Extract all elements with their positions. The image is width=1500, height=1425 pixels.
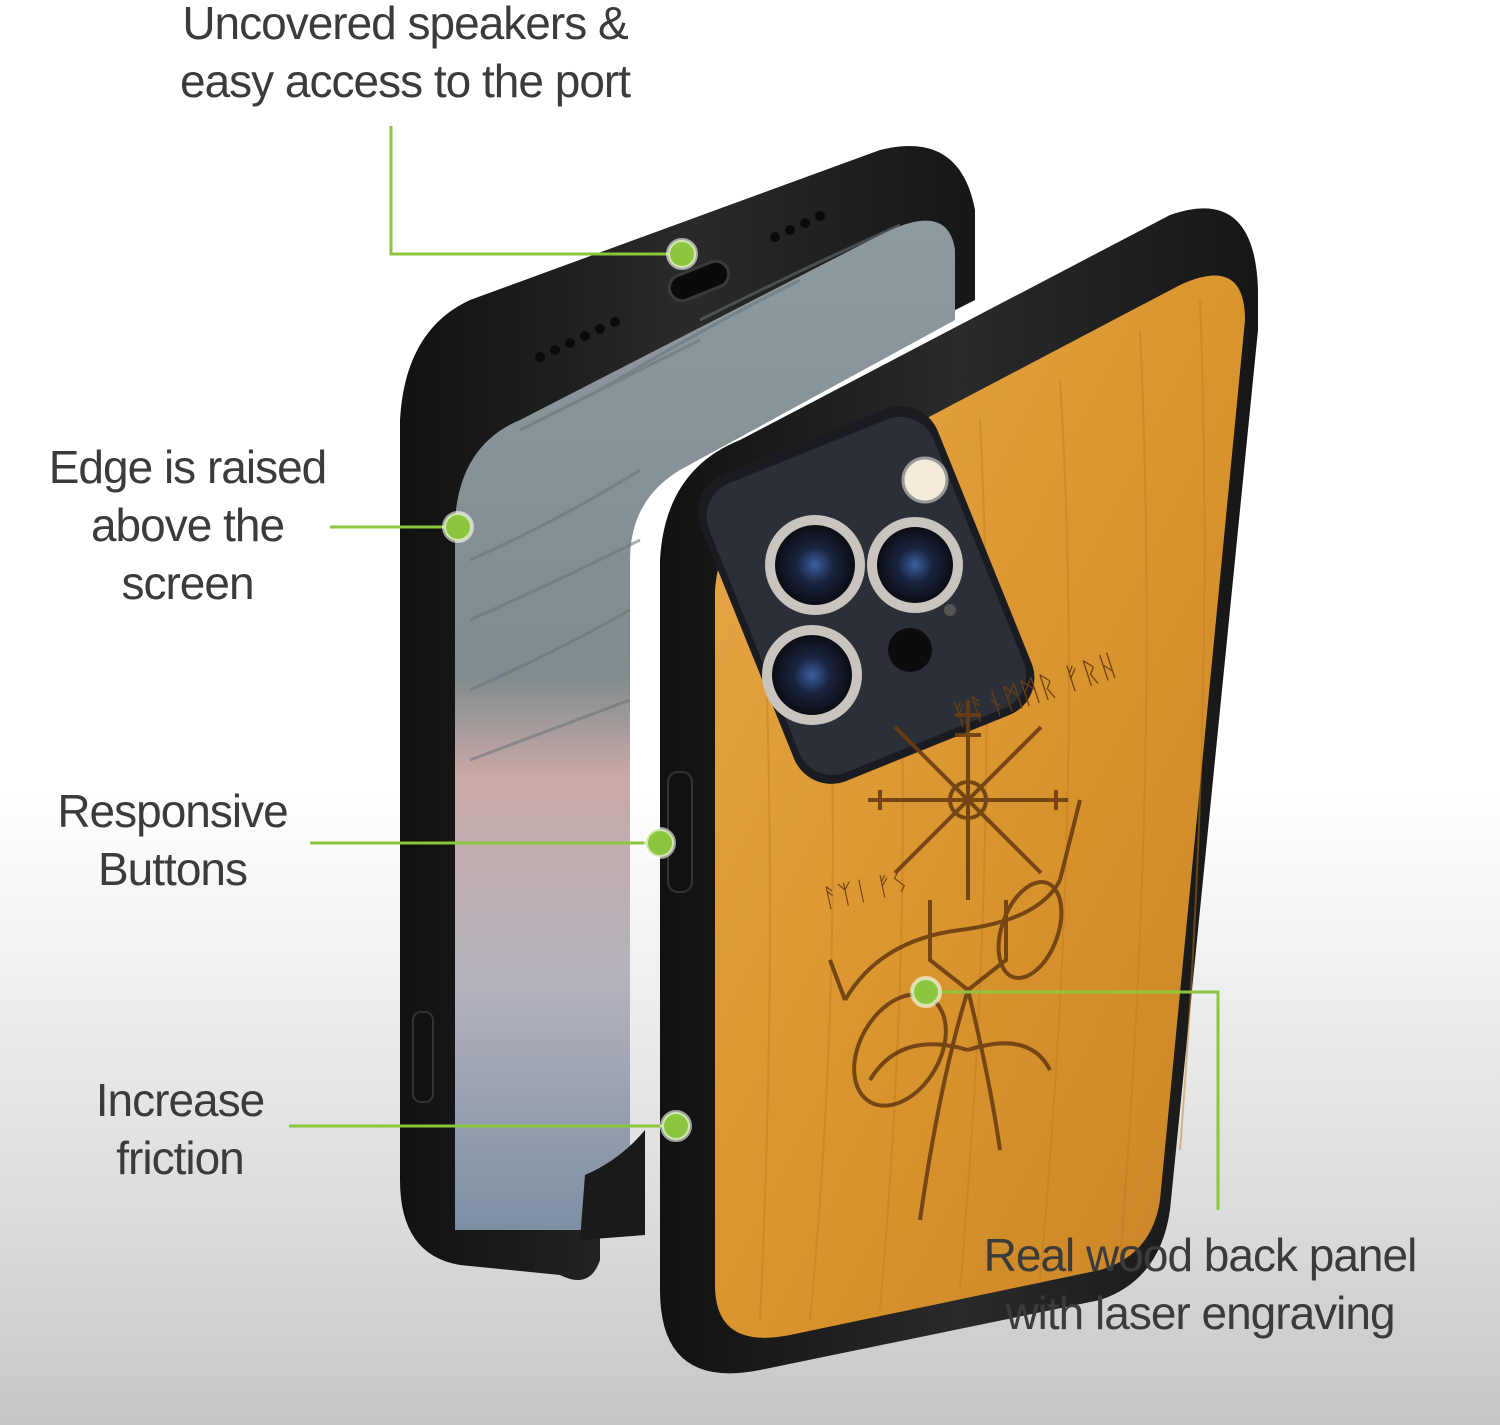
- callout-label-friction-line1: Increase: [95, 1074, 265, 1126]
- speaker-grille-left: [535, 317, 620, 362]
- callout-label-wood-line1: Real wood back panel: [983, 1229, 1418, 1281]
- callout-lines: [289, 126, 1220, 1210]
- callout-label-wood-line2: with laser engraving: [1005, 1287, 1395, 1339]
- callout-label-friction: Increase friction: [60, 1071, 300, 1187]
- callout-dot-speakers: [666, 238, 698, 270]
- speaker-grille-right: [770, 211, 825, 242]
- callout-label-wood: Real wood back panel with laser engravin…: [960, 1226, 1440, 1342]
- callout-label-buttons-line2: Buttons: [98, 843, 248, 895]
- callout-label-speakers-line1: Uncovered speakers &: [182, 0, 628, 49]
- charging-port: [667, 259, 731, 303]
- callout-label-edge-line3: screen: [121, 557, 254, 609]
- phone-wood-back: ᚠᚨᚾᛗᛗᚱ ᚠᚱᚺ ᚨᛉᛁ ᚠᛊ: [660, 208, 1258, 1374]
- phone-screen-side: [400, 146, 975, 1280]
- callout-line-wood: [926, 990, 1220, 1210]
- callout-dots: [442, 238, 942, 1142]
- callout-label-buttons: Responsive Buttons: [40, 782, 305, 898]
- callout-label-buttons-line1: Responsive: [57, 785, 288, 837]
- vegvisir-engraving: [828, 700, 1082, 1221]
- flash-icon: [901, 456, 949, 504]
- callout-label-edge-line2: above the: [90, 499, 285, 551]
- callout-label-speakers-line2: easy access to the port: [179, 55, 631, 107]
- callout-dot-friction: [660, 1110, 692, 1142]
- callout-dot-edge: [442, 511, 474, 543]
- callout-label-speakers: Uncovered speakers & easy access to the …: [150, 0, 660, 110]
- callout-label-friction-line2: friction: [116, 1132, 244, 1184]
- callout-label-edge-line1: Edge is raised: [48, 441, 328, 493]
- camera-module: [697, 406, 1035, 784]
- lidar-sensor: [888, 628, 932, 672]
- callout-label-edge: Edge is raised above the screen: [30, 438, 345, 612]
- callout-dot-wood: [910, 976, 942, 1008]
- callout-dot-buttons: [644, 827, 676, 859]
- screen-wallpaper-stones: [469, 223, 901, 762]
- callout-line-speakers: [389, 126, 682, 256]
